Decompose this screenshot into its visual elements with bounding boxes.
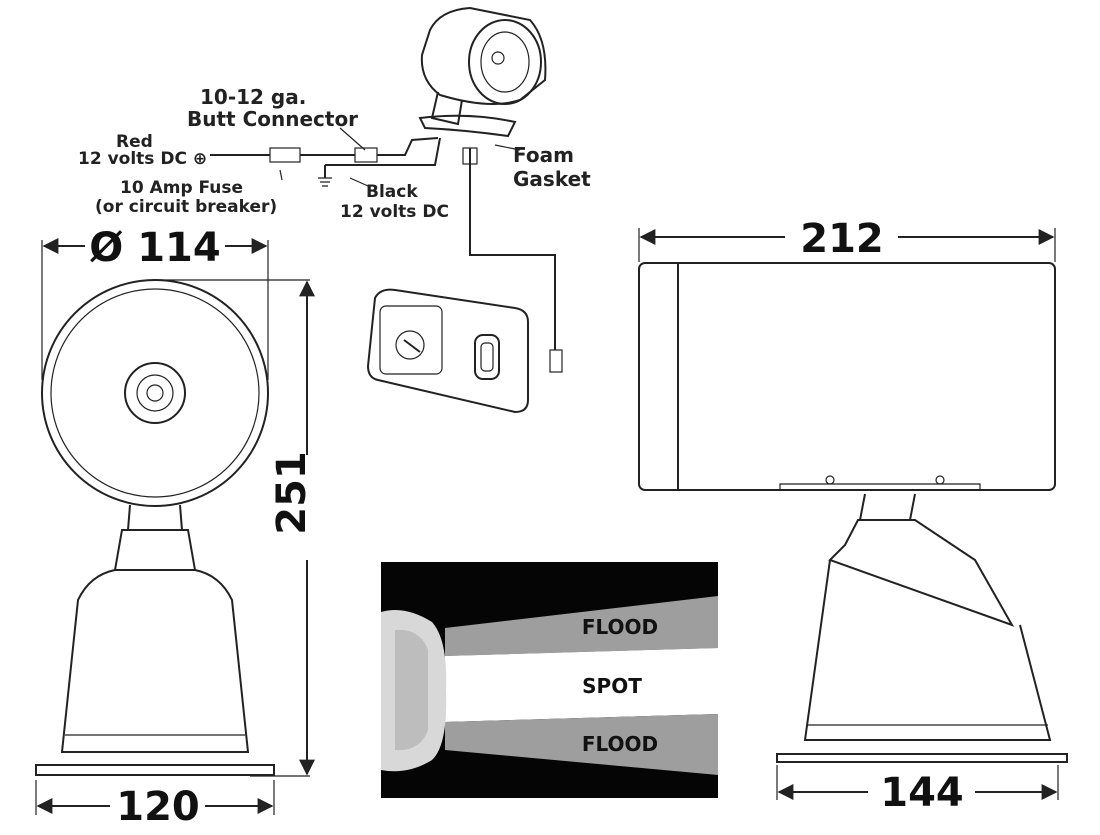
front-view-drawing bbox=[35, 279, 275, 776]
foam-gasket-label-line2: Gasket bbox=[513, 167, 591, 191]
diameter-dimension: Ø 114 bbox=[89, 225, 220, 271]
spot-beam bbox=[445, 648, 718, 722]
flood-label-top: FLOOD bbox=[582, 615, 658, 639]
control-cable bbox=[469, 148, 556, 350]
base-depth-dimension: 144 bbox=[880, 770, 964, 816]
ground-icon bbox=[318, 177, 332, 187]
fuse-label-line1: 10 Amp Fuse bbox=[120, 178, 243, 198]
spot-label: SPOT bbox=[582, 674, 642, 698]
flood-label-bottom: FLOOD bbox=[582, 732, 658, 756]
black-wire-label-line2: 12 volts DC bbox=[340, 202, 449, 222]
foam-gasket-label-line1: Foam bbox=[513, 143, 574, 167]
searchlight-head-drawing bbox=[418, 6, 547, 138]
black-wire-label-line1: Black bbox=[366, 182, 418, 202]
butt-connector-label-line2: Butt Connector bbox=[187, 107, 358, 131]
butt-connector-drawing bbox=[354, 147, 378, 163]
red-wire-label-line1: Red bbox=[116, 132, 153, 152]
red-wire-label-line2: 12 volts DC ⊕ bbox=[78, 149, 207, 169]
fuse-drawing bbox=[269, 147, 301, 163]
flood-beam-top bbox=[445, 596, 718, 656]
beam-pattern-photo: FLOOD SPOT FLOOD bbox=[381, 562, 718, 798]
height-dimension: 251 bbox=[269, 451, 315, 535]
length-dimension: 212 bbox=[800, 216, 884, 262]
wiring-diagram: 10-12 ga. Butt Connector Red 12 volts DC… bbox=[78, 6, 591, 414]
side-view-drawing bbox=[638, 262, 1068, 763]
fuse-label-line2: (or circuit breaker) bbox=[95, 197, 277, 217]
flood-beam-bottom bbox=[445, 714, 718, 775]
base-width-dimension: 120 bbox=[116, 784, 200, 830]
black-wire bbox=[325, 137, 441, 166]
butt-connector-label-line1: 10-12 ga. bbox=[200, 85, 306, 109]
control-panel-drawing bbox=[366, 288, 529, 414]
dimension-lines bbox=[35, 228, 1059, 815]
